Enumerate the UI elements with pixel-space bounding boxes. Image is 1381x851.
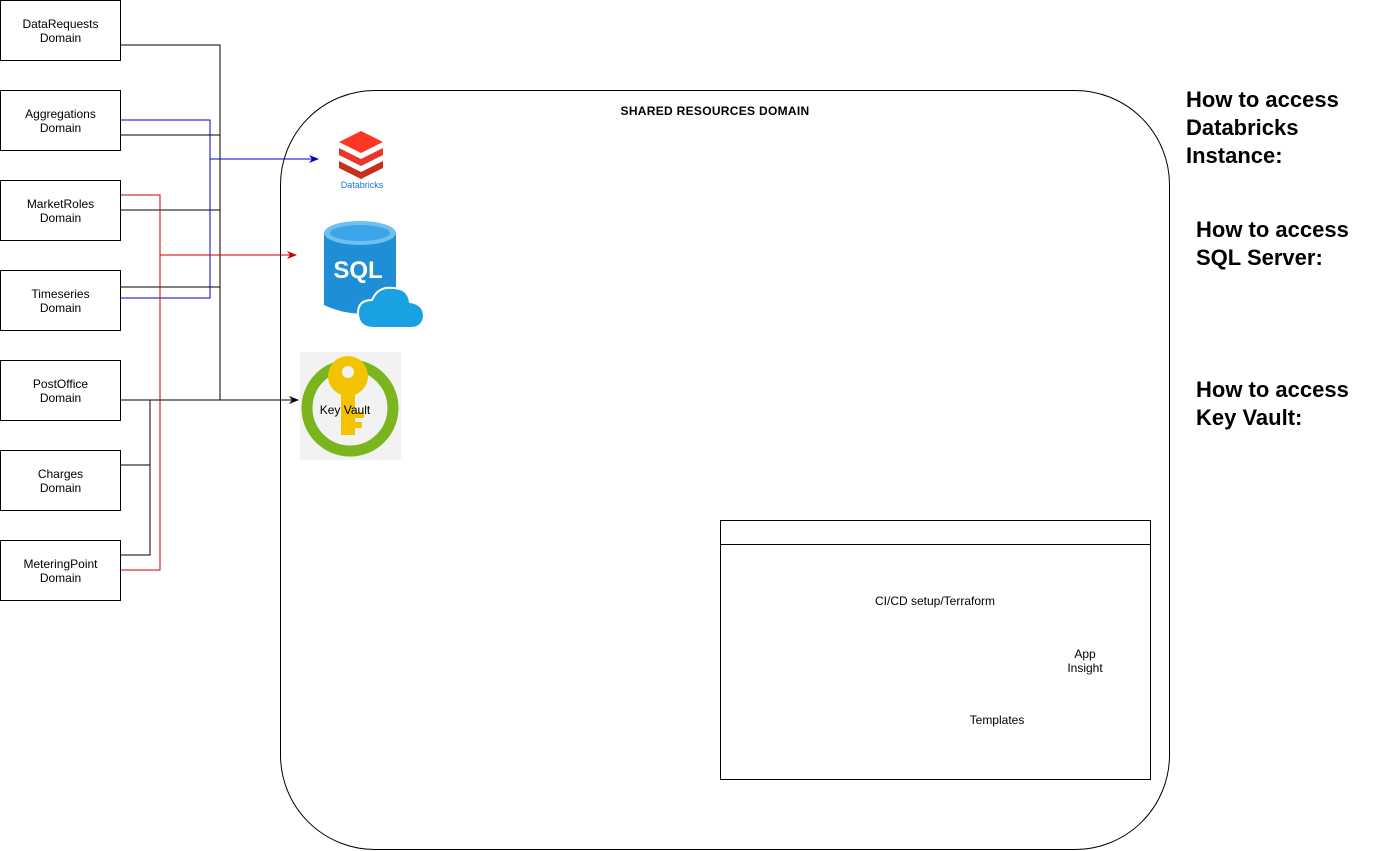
sql-label: SQL (333, 257, 382, 284)
domain-label: PostOffice Domain (32, 376, 89, 405)
domain-box-aggregations[interactable]: Aggregations Domain (0, 90, 121, 151)
link-meteringpoint-keyvault (120, 465, 151, 556)
domain-box-charges[interactable]: Charges Domain (0, 450, 121, 511)
domain-label: Aggregations Domain (25, 106, 96, 135)
key-vault-label: Key Vault (319, 403, 371, 417)
pipeline-container-header (721, 521, 1150, 545)
keyvault-links (120, 44, 299, 556)
sql-database-icon (324, 221, 426, 329)
pipeline-container[interactable] (720, 520, 1151, 780)
domain-label: DataRequests Domain (22, 16, 99, 45)
domain-label: Timeseries Domain (31, 286, 90, 315)
domain-label: Charges Domain (37, 466, 84, 495)
domain-box-timeseries[interactable]: Timeseries Domain (0, 270, 121, 331)
templates-label: Templates (969, 713, 1025, 727)
note-databricks-access: How to access Databricks Instance: (1186, 87, 1339, 168)
link-marketroles-sql (120, 194, 161, 571)
link-aggregations-databricks (120, 119, 211, 299)
domain-box-postoffice[interactable]: PostOffice Domain (0, 360, 121, 421)
domain-label: MarketRoles Domain (26, 196, 95, 225)
domain-box-meteringpoint[interactable]: MeteringPoint Domain (0, 540, 121, 601)
domain-box-marketroles[interactable]: MarketRoles Domain (0, 180, 121, 241)
domain-box-datarequests[interactable]: DataRequests Domain (0, 0, 121, 61)
link-datarequests-keyvault (120, 44, 221, 400)
sql-links (120, 194, 297, 571)
databricks-label: Databricks (341, 180, 384, 190)
shared-resources-title: SHARED RESOURCES DOMAIN (620, 104, 810, 118)
note-keyvault-access: How to access Key Vault: (1196, 377, 1349, 430)
note-sql-access: How to access SQL Server: (1196, 217, 1349, 270)
shared-resources-container[interactable] (280, 90, 1170, 850)
key-vault-icon (300, 352, 401, 460)
app-insight-label: App Insight (1067, 647, 1103, 675)
domain-label: MeteringPoint Domain (23, 556, 98, 585)
pipeline-label: CI/CD setup/Terraform (874, 594, 996, 608)
link-charges-keyvault (120, 400, 151, 466)
